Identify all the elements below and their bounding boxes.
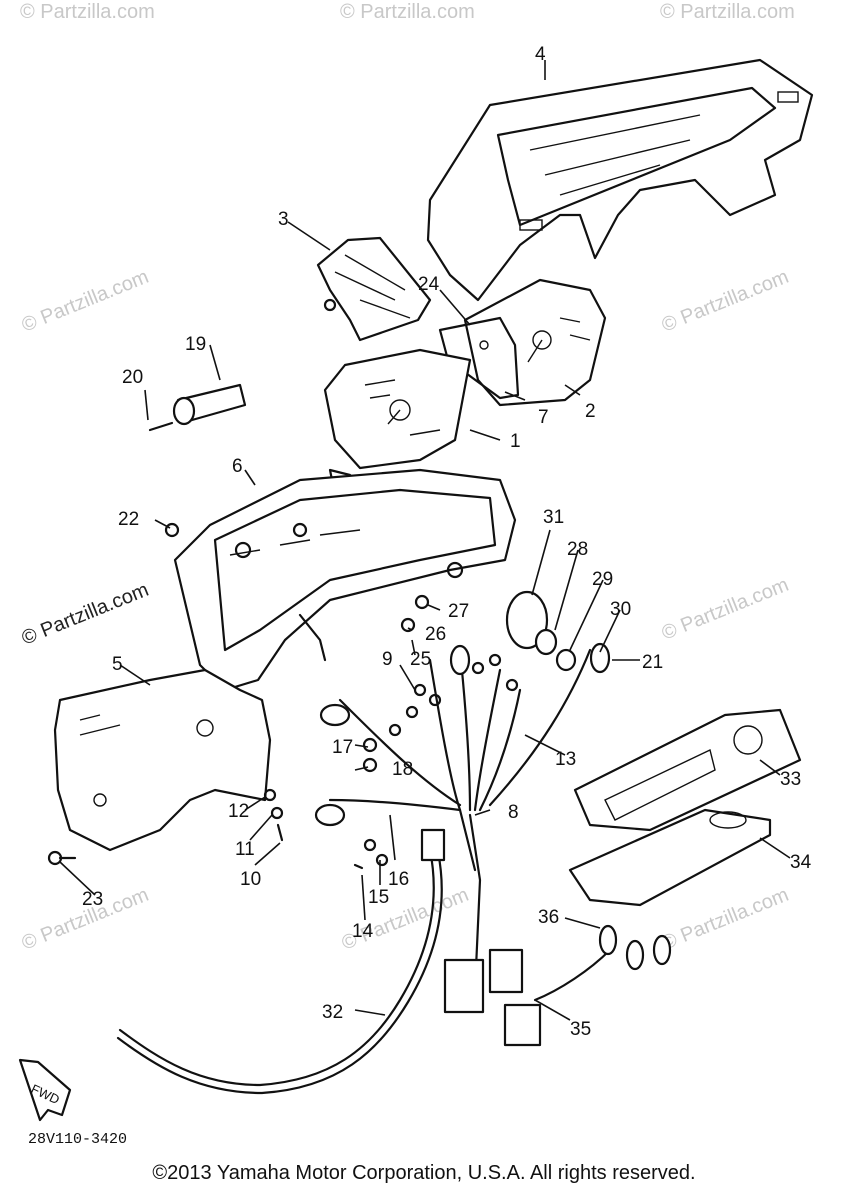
- callout-5: 5: [112, 654, 123, 675]
- callout-19: 19: [185, 334, 206, 355]
- callout-36: 36: [538, 907, 559, 928]
- callout-21: 21: [642, 652, 663, 673]
- callout-27: 27: [448, 601, 469, 622]
- watermark: © Partzilla.com: [340, 1, 475, 23]
- callout-4: 4: [535, 44, 546, 65]
- callout-15: 15: [368, 887, 389, 908]
- callout-14: 14: [352, 921, 374, 942]
- callout-32: 32: [322, 1002, 343, 1023]
- callout-24: 24: [418, 274, 440, 295]
- socket-pieces: [505, 590, 611, 674]
- callout-35: 35: [570, 1019, 591, 1040]
- watermark: © Partzilla.com: [19, 266, 152, 337]
- meter-cover: [426, 58, 814, 302]
- callout-2: 2: [585, 401, 596, 422]
- callout-17: 17: [332, 737, 353, 758]
- callout-6: 6: [232, 456, 243, 477]
- copyright-notice: ©2013 Yamaha Motor Corporation, U.S.A. A…: [152, 1162, 696, 1184]
- watermark: © Partzilla.com: [20, 1, 155, 23]
- callout-28: 28: [567, 539, 588, 560]
- callout-34: 34: [790, 852, 812, 873]
- fwd-arrow: FWD: [18, 1058, 72, 1122]
- callout-10: 10: [240, 869, 261, 890]
- callout-31: 31: [543, 507, 564, 528]
- trip-knob: [148, 383, 247, 432]
- watermark: © Partzilla.com: [659, 266, 792, 337]
- speedometer-cable: [116, 828, 446, 1095]
- bulb-sockets: [533, 924, 672, 1002]
- callout-26: 26: [425, 624, 446, 645]
- callout-33: 33: [780, 769, 801, 790]
- callout-9: 9: [382, 649, 393, 670]
- callout-12: 12: [228, 801, 249, 822]
- callout-labels: 1 2 3 4 5 6 7 8 9 10 11 12 13 14 15 16 1…: [82, 44, 812, 1040]
- callout-13: 13: [555, 749, 576, 770]
- meter-bracket: [316, 236, 432, 342]
- callout-23: 23: [82, 889, 103, 910]
- watermark: © Partzilla.com: [19, 579, 152, 650]
- indicator-panel: [568, 708, 802, 907]
- callout-30: 30: [610, 599, 631, 620]
- lower-cover: [53, 668, 272, 852]
- callout-20: 20: [122, 367, 143, 388]
- callout-18: 18: [392, 759, 413, 780]
- callout-22: 22: [118, 509, 139, 530]
- callout-3: 3: [278, 209, 289, 230]
- hardware: [47, 522, 430, 870]
- callout-1: 1: [510, 431, 521, 452]
- watermark: © Partzilla.com: [659, 574, 792, 645]
- wiring-harness: [314, 644, 592, 1047]
- watermark: © Partzilla.com: [660, 1, 795, 23]
- leader-lines: [59, 60, 791, 1021]
- callout-29: 29: [592, 569, 613, 590]
- callout-25: 25: [410, 649, 431, 670]
- callout-16: 16: [388, 869, 409, 890]
- watermark: © Partzilla.com: [339, 884, 472, 955]
- callout-11: 11: [235, 839, 255, 860]
- watermark: © Partzilla.com: [659, 884, 792, 955]
- callout-7: 7: [538, 407, 549, 428]
- drawing-code: 28V110-3420: [28, 1131, 127, 1148]
- callout-8: 8: [508, 802, 519, 823]
